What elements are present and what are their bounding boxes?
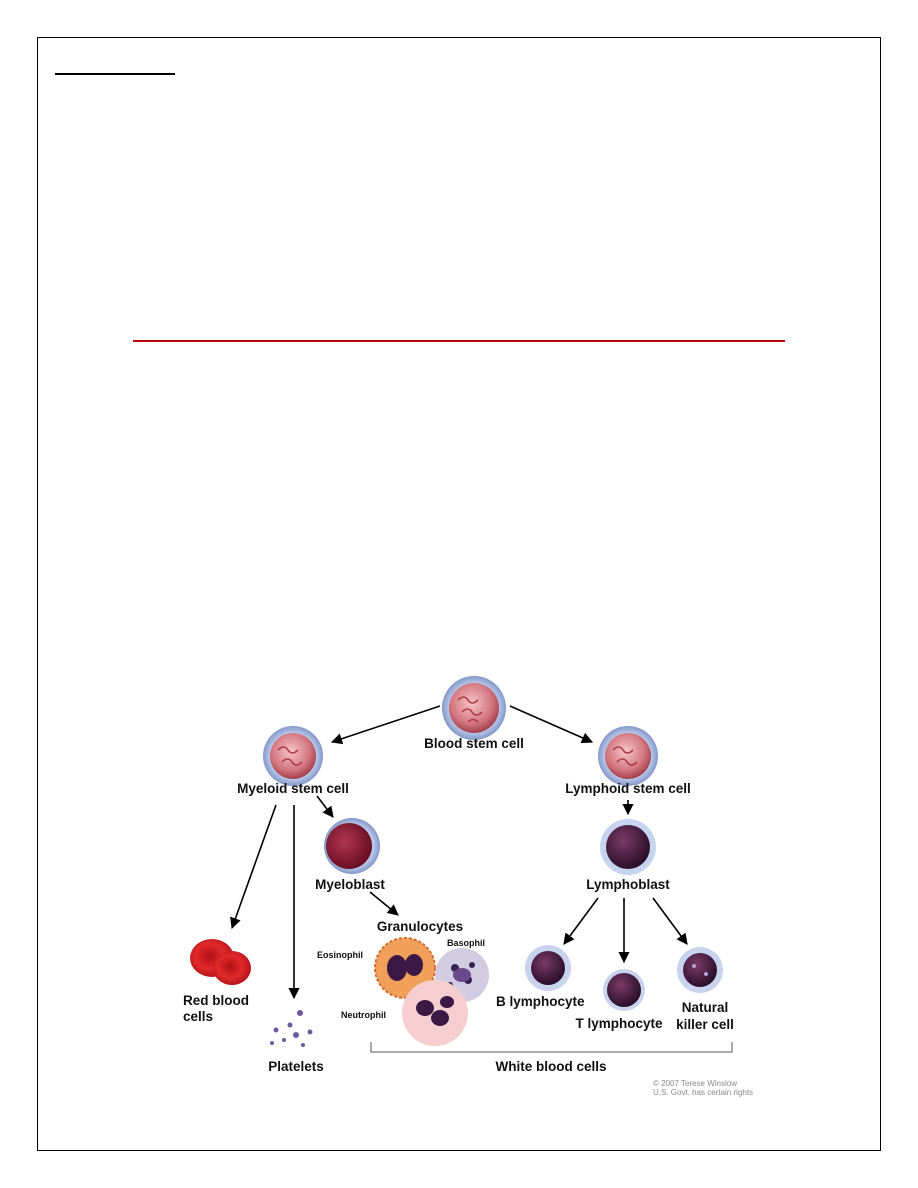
- platelets-label: Platelets: [268, 1059, 324, 1074]
- red-blood-cells-label-line2: cells: [183, 1009, 213, 1024]
- natural-killer-cell-label-line2: killer cell: [676, 1017, 734, 1032]
- page-border: [37, 37, 881, 1151]
- lymphoid-stem-cell-label: Lymphoid stem cell: [565, 781, 691, 796]
- neutrophil-icon: [402, 980, 468, 1046]
- t-lymphocyte-label: T lymphocyte: [575, 1016, 663, 1031]
- neutrophil-label: Neutrophil: [341, 1010, 386, 1020]
- granulocytes-label: Granulocytes: [377, 919, 463, 934]
- red-blood-cells-label-line1: Red blood: [183, 993, 249, 1008]
- red-blood-cells-icon: [190, 939, 251, 985]
- b-lymphocyte-icon: [525, 945, 571, 991]
- lymphoblast-label: Lymphoblast: [586, 877, 670, 892]
- lineage-arrows: [230, 705, 688, 1000]
- heading-underline: [55, 73, 175, 75]
- natural-killer-cell-icon: [677, 947, 723, 993]
- credit-line-2: U.S. Govt. has certain rights: [653, 1088, 753, 1097]
- lymphoblast-icon: [600, 819, 656, 875]
- myeloblast-label: Myeloblast: [315, 877, 385, 892]
- natural-killer-cell-label-line1: Natural: [682, 1000, 729, 1015]
- basophil-label: Basophil: [447, 938, 485, 948]
- t-lymphocyte-icon: [603, 969, 645, 1011]
- b-lymphocyte-label: B lymphocyte: [496, 994, 585, 1009]
- white-blood-cells-label: White blood cells: [495, 1059, 606, 1074]
- credit-line-1: © 2007 Terese Winslow: [653, 1079, 737, 1088]
- myeloid-stem-cell-icon: [263, 726, 323, 786]
- eosinophil-icon: [374, 937, 436, 999]
- myeloid-stem-cell-label: Myeloid stem cell: [237, 781, 349, 796]
- white-blood-cells-bracket: [370, 1042, 733, 1053]
- blood-stem-cell-icon: [442, 676, 506, 740]
- eosinophil-label: Eosinophil: [317, 950, 363, 960]
- red-divider-rule: [133, 340, 785, 342]
- platelets-icon: [270, 1010, 313, 1047]
- myeloblast-icon: [324, 818, 380, 874]
- lymphoid-stem-cell-icon: [598, 726, 658, 786]
- blood-stem-cell-label: Blood stem cell: [424, 736, 524, 751]
